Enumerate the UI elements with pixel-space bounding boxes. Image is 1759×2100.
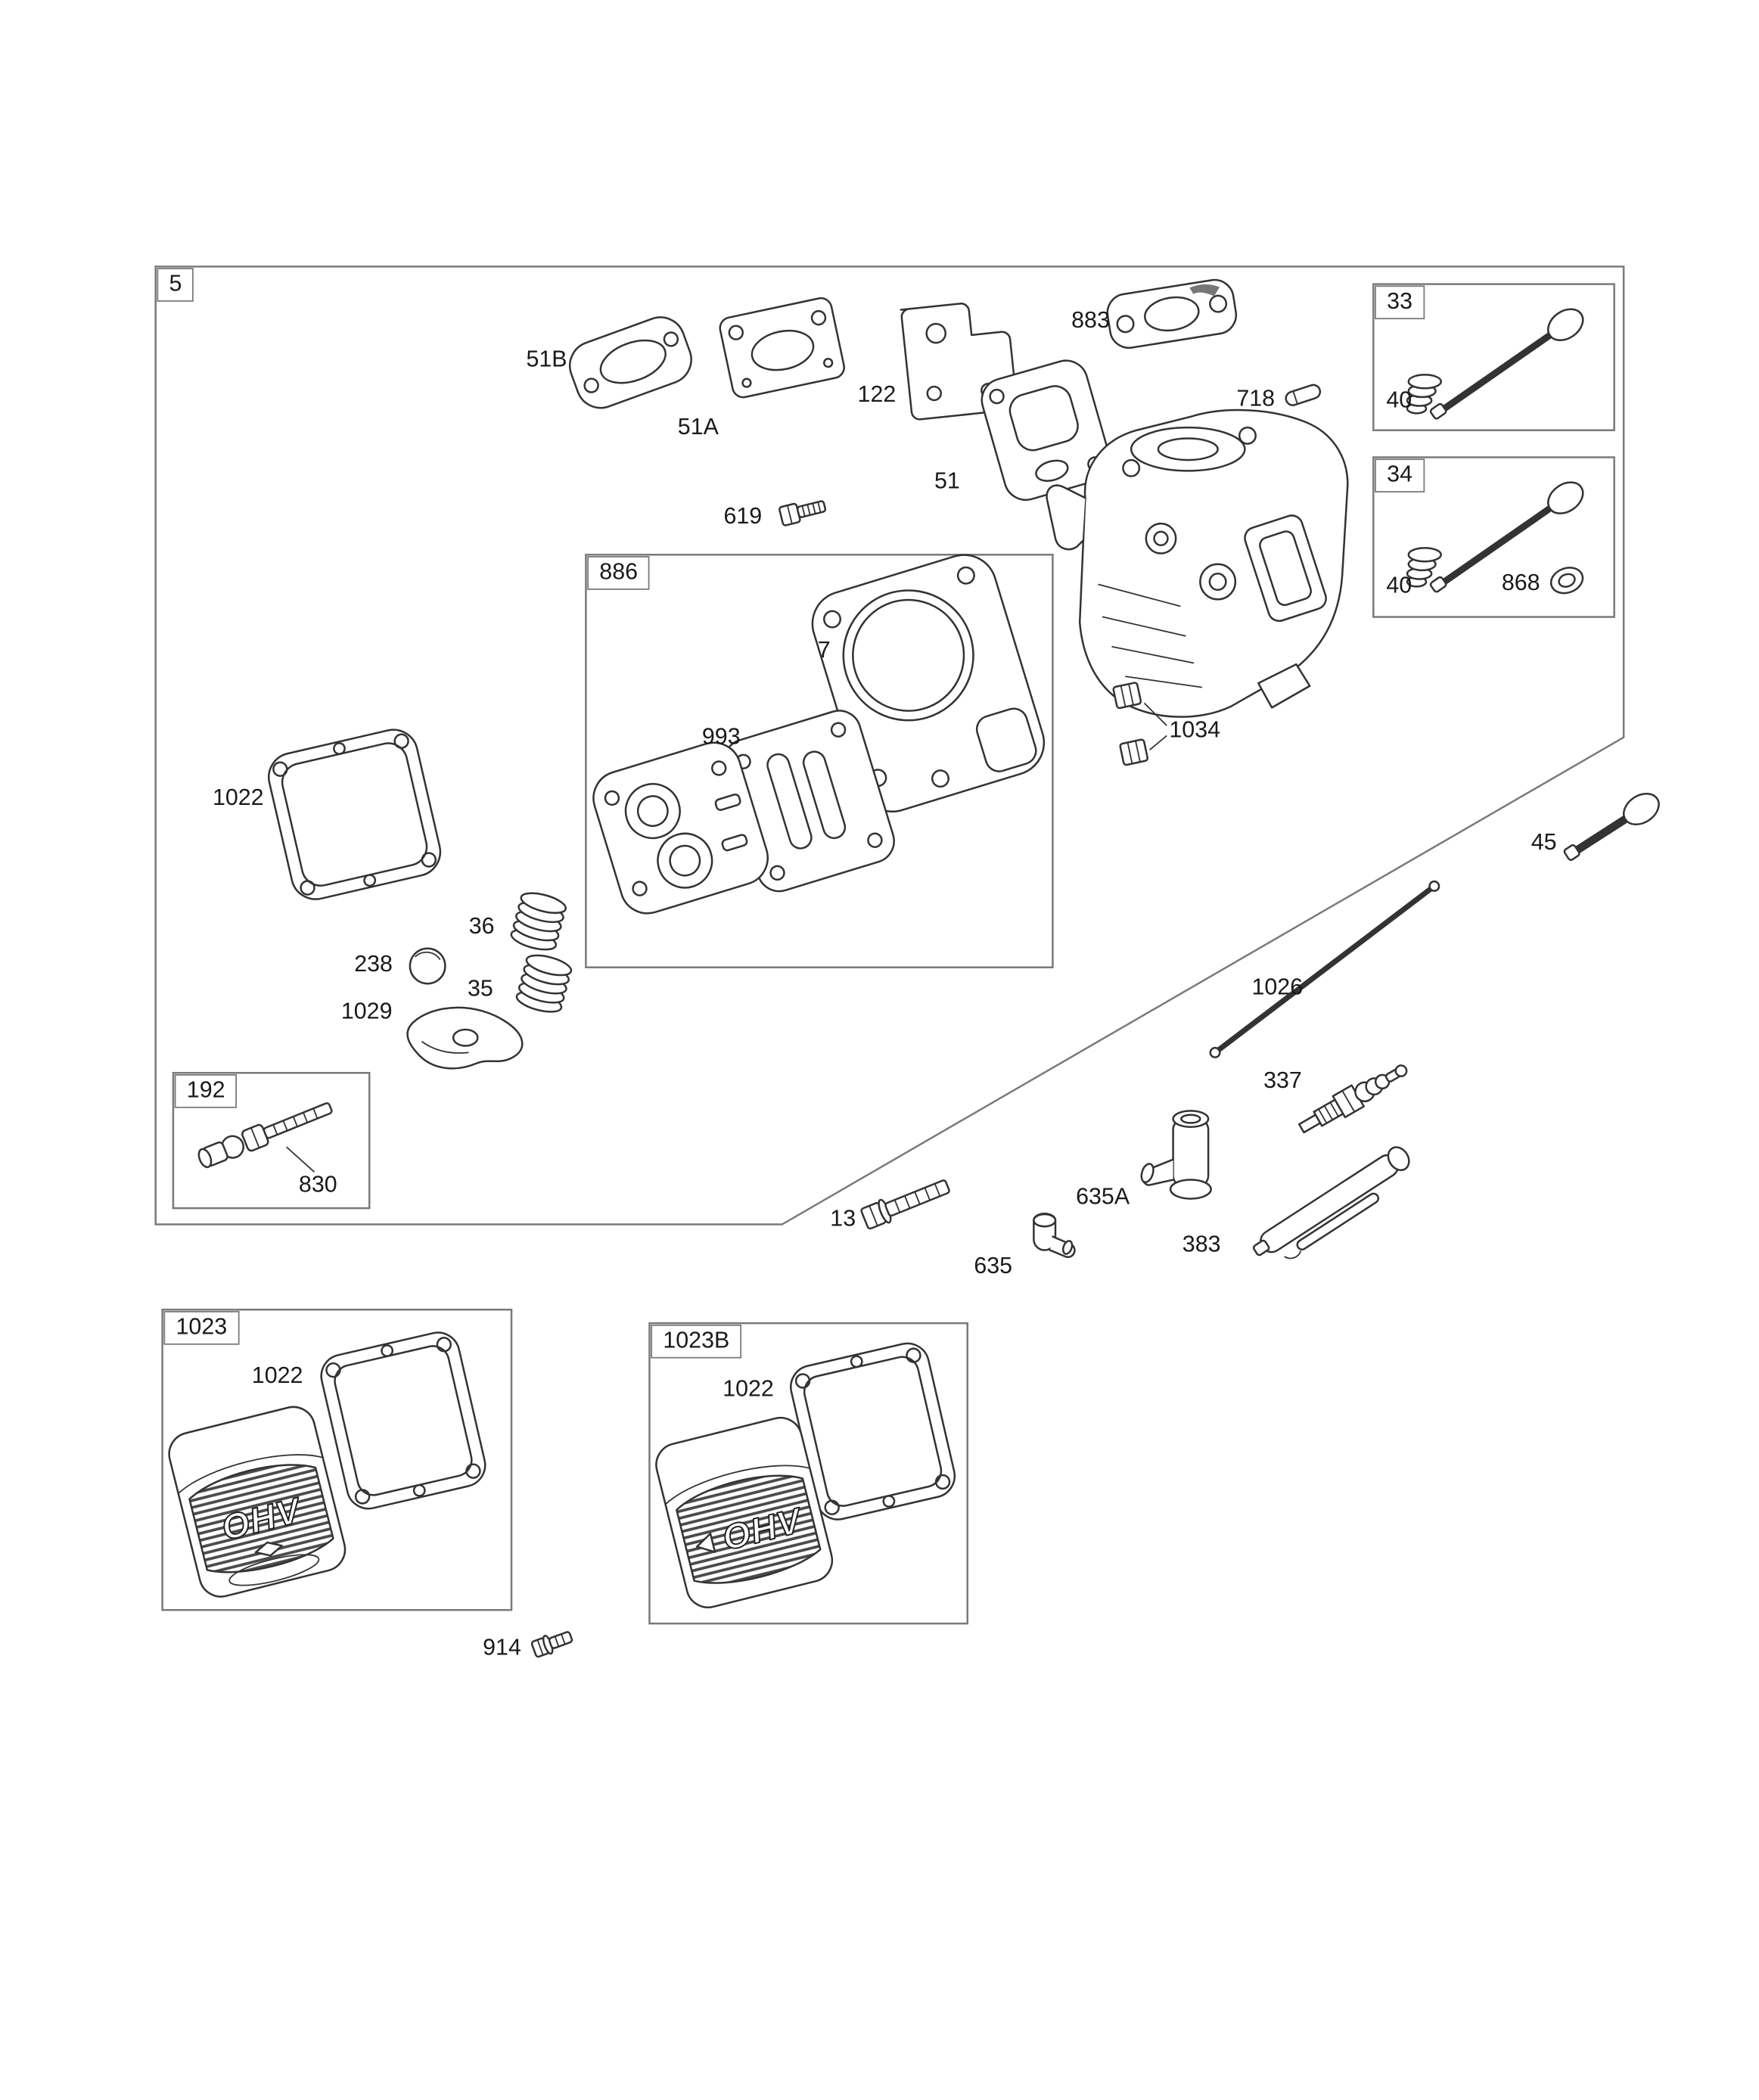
frame-box-33 xyxy=(1372,283,1615,431)
valve-seal-868-drawing xyxy=(1549,567,1584,595)
cylinder-head-drawing xyxy=(1046,409,1349,718)
gasket-51a-drawing xyxy=(719,297,845,399)
spring-36-drawing xyxy=(510,892,567,951)
spring-35-drawing xyxy=(515,954,573,1013)
frame-box-5 xyxy=(154,266,1625,1226)
stud-830-drawing xyxy=(197,1102,333,1173)
valve-45-drawing xyxy=(1563,792,1660,862)
bolt-619-drawing xyxy=(778,500,827,527)
rocker-1029-drawing xyxy=(406,1006,524,1070)
spring-retainer-40-intake-drawing xyxy=(1406,374,1442,415)
pushrod-1026-drawing xyxy=(1209,880,1440,1058)
cover-arrow-icon xyxy=(695,1532,716,1553)
valve-33-drawing xyxy=(1429,308,1584,420)
spring-retainer-40-exhaust-drawing xyxy=(1406,547,1442,588)
breather-plate-886-drawing xyxy=(592,741,769,915)
gasket-883-drawing xyxy=(1106,278,1238,349)
gasket-51b-drawing xyxy=(569,316,692,409)
elbow-635a-drawing xyxy=(1140,1110,1212,1200)
frame-box-34 xyxy=(1372,456,1615,618)
spark-plug-337-drawing xyxy=(1297,1064,1408,1134)
frame-box-1023b xyxy=(648,1322,969,1625)
bolt-914-drawing xyxy=(530,1631,573,1658)
valve-34-drawing xyxy=(1429,481,1584,593)
pin-718-drawing xyxy=(1285,384,1322,406)
frame-box-1023 xyxy=(161,1308,513,1611)
plate-993-drawing xyxy=(723,710,895,893)
clips-1034-drawing xyxy=(1112,682,1167,766)
valve-cover-1023-drawing: OHV xyxy=(168,1406,347,1598)
valve-cover-1023b-drawing: OHV xyxy=(655,1416,834,1609)
cap-238-drawing xyxy=(409,947,446,985)
frame-box-886 xyxy=(585,554,1054,969)
elbow-635-drawing xyxy=(1033,1213,1076,1258)
frame-box-192 xyxy=(172,1071,371,1210)
gasket-1022-1023-drawing xyxy=(320,1331,486,1510)
gasket-1022-main-drawing xyxy=(268,728,442,900)
tube-383-drawing xyxy=(1252,1146,1410,1260)
bolt-13-drawing xyxy=(860,1179,950,1230)
